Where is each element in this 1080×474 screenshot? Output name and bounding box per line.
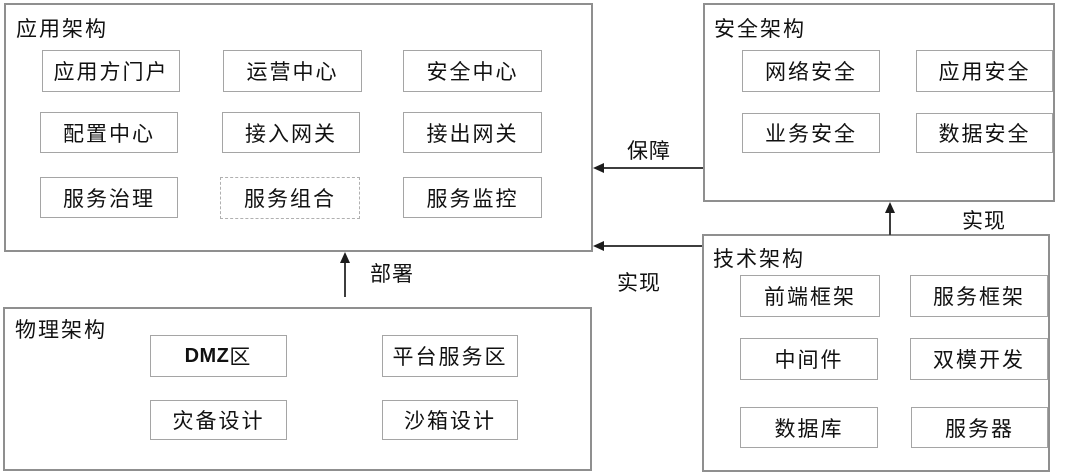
group-physical-architecture: 物理架构	[3, 307, 592, 471]
cell-security-center: 安全中心	[403, 50, 542, 92]
deploy-arrow-line	[344, 261, 346, 297]
group-title-technology: 技术架构	[713, 247, 805, 271]
deploy-arrowhead-icon	[340, 252, 350, 263]
guarantee-arrow-label: 保障	[627, 139, 671, 163]
realize-security-arrow-line	[889, 211, 891, 235]
realize-security-arrow-label: 实现	[962, 209, 1006, 233]
cell-outbound-gateway: 接出网关	[403, 112, 542, 153]
cell-server: 服务器	[911, 407, 1048, 448]
guarantee-arrowhead-icon	[593, 163, 604, 173]
cell-service-composition: 服务组合	[220, 177, 360, 219]
realize-application-arrow-line	[601, 245, 702, 247]
cell-inbound-gateway: 接入网关	[222, 112, 360, 153]
cell-service-framework: 服务框架	[910, 275, 1048, 317]
cell-operations-center: 运营中心	[223, 50, 362, 92]
cell-service-monitoring: 服务监控	[403, 177, 542, 218]
cell-database: 数据库	[740, 407, 878, 448]
group-title-security: 安全架构	[714, 17, 806, 41]
group-title-application: 应用架构	[16, 17, 108, 41]
cell-config-center: 配置中心	[40, 112, 178, 153]
dmz-cjk-text: 区	[229, 345, 253, 369]
realize-security-arrowhead-icon	[885, 202, 895, 213]
cell-platform-service-zone: 平台服务区	[382, 335, 518, 377]
deploy-arrow-label: 部署	[370, 262, 414, 286]
group-security-architecture: 安全架构	[703, 3, 1055, 202]
dmz-latin-text: DMZ	[184, 344, 230, 367]
cell-service-governance: 服务治理	[40, 177, 178, 218]
realize-application-arrowhead-icon	[593, 241, 604, 251]
cell-app-portal: 应用方门户	[42, 50, 180, 92]
cell-business-security: 业务安全	[742, 113, 880, 153]
cell-sandbox-design: 沙箱设计	[382, 400, 518, 440]
cell-application-security: 应用安全	[916, 50, 1053, 92]
guarantee-arrow-line	[601, 167, 703, 169]
cell-frontend-framework: 前端框架	[740, 275, 880, 317]
group-title-physical: 物理架构	[15, 318, 107, 342]
cell-network-security: 网络安全	[742, 50, 880, 92]
cell-disaster-recovery-design: 灾备设计	[150, 400, 287, 440]
cell-dual-mode-development: 双模开发	[910, 338, 1048, 380]
cell-middleware: 中间件	[740, 338, 878, 380]
realize-application-arrow-label: 实现	[617, 271, 661, 295]
cell-data-security: 数据安全	[916, 113, 1053, 153]
